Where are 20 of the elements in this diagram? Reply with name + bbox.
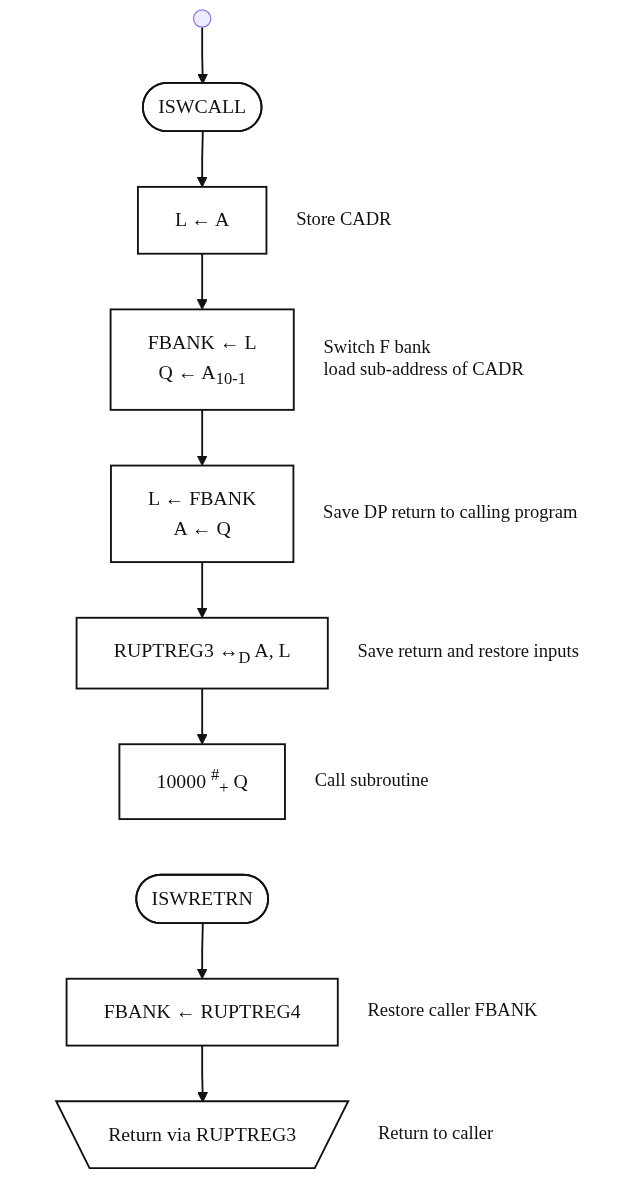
step-note: Switch F bank	[323, 335, 431, 357]
step-note: Call subroutine	[314, 768, 429, 790]
step-note: Store CADR	[296, 207, 392, 229]
arrow	[196, 408, 208, 467]
step-note: Return to caller	[377, 1121, 494, 1143]
node-box: FBANK ← RUPTREG4	[65, 977, 339, 1047]
step-note: load sub-address of CADR	[323, 358, 524, 380]
arrow	[196, 687, 208, 745]
node-box: L ← A	[137, 185, 268, 255]
arrow	[196, 130, 208, 188]
node-box: L ← FBANK A ← Q	[110, 464, 295, 563]
node-box: RUPTREG3 ↔$_{D}$ A, L	[75, 616, 329, 690]
arrow	[196, 922, 208, 980]
step-note: Restore caller FBANK	[367, 999, 538, 1021]
node-box: 10000 $^{#}$$_{+}$ Q	[118, 743, 286, 821]
step-note: Save return and restore inputs	[357, 640, 579, 662]
arrow	[196, 252, 208, 310]
node-box: FBANK ← L Q ← A$_{10-1}$	[109, 308, 295, 411]
arrow	[196, 561, 208, 619]
step-note: Save DP return to calling program	[323, 501, 578, 523]
